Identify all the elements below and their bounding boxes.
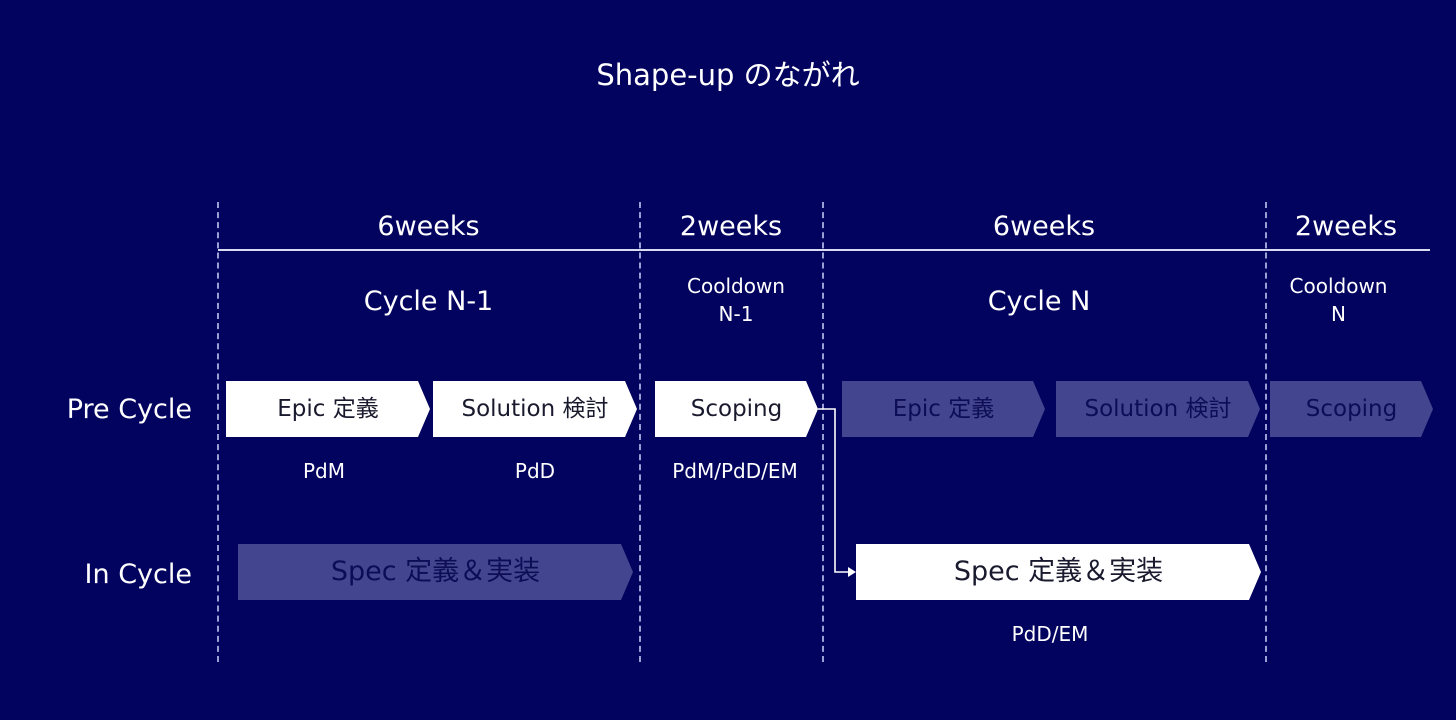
page-title: Shape-up のながれ — [596, 58, 860, 92]
duration-cycle-prev: 6weeks — [377, 211, 480, 242]
period-cooldown-prev-line1: Cooldown — [687, 274, 785, 298]
divider-cooldown-curr-start — [1265, 202, 1267, 662]
role-spec-curr: PdD/EM — [1011, 622, 1089, 646]
row-label-in-cycle: In Cycle — [84, 559, 192, 590]
period-cycle-prev: Cycle N-1 — [363, 286, 494, 317]
duration-cooldown-prev: 2weeks — [679, 211, 783, 242]
period-cooldown-prev: Cooldown N-1 — [640, 272, 832, 328]
step-spec-curr: Spec 定義＆実装 — [856, 544, 1261, 600]
duration-cooldown-curr: 2weeks — [1294, 211, 1398, 242]
step-scoping-prev: Scoping — [655, 381, 818, 437]
role-solution-prev: PdD — [514, 459, 556, 483]
period-cooldown-prev-line2: N-1 — [718, 302, 754, 326]
connector-line — [818, 408, 848, 573]
step-epic-curr: Epic 定義 — [842, 381, 1045, 437]
role-epic-prev: PdM — [302, 459, 345, 483]
connector-arrow — [818, 408, 856, 577]
period-cooldown-curr-line1: Cooldown — [1289, 274, 1388, 298]
duration-cycle-curr: 6weeks — [992, 211, 1096, 242]
connector-arrowhead — [848, 567, 856, 577]
step-solution-curr: Solution 検討 — [1056, 381, 1260, 437]
period-cooldown-curr-line2: N — [1331, 302, 1346, 326]
row-label-pre-cycle: Pre Cycle — [66, 394, 192, 425]
divider-cooldown-prev-start — [639, 202, 641, 662]
role-scoping-prev: PdM/PdD/EM — [672, 459, 798, 483]
period-cooldown-curr: Cooldown N — [1266, 272, 1411, 328]
divider-cycle-curr-start — [822, 202, 824, 662]
step-epic-prev: Epic 定義 — [226, 381, 430, 437]
period-cycle-curr: Cycle N — [987, 286, 1091, 317]
step-scoping-curr: Scoping — [1270, 381, 1433, 437]
step-spec-prev: Spec 定義＆実装 — [238, 544, 633, 600]
step-solution-prev: Solution 検討 — [433, 381, 637, 437]
timeline-axis — [218, 249, 1430, 251]
divider-cycle-prev-start — [217, 202, 219, 662]
